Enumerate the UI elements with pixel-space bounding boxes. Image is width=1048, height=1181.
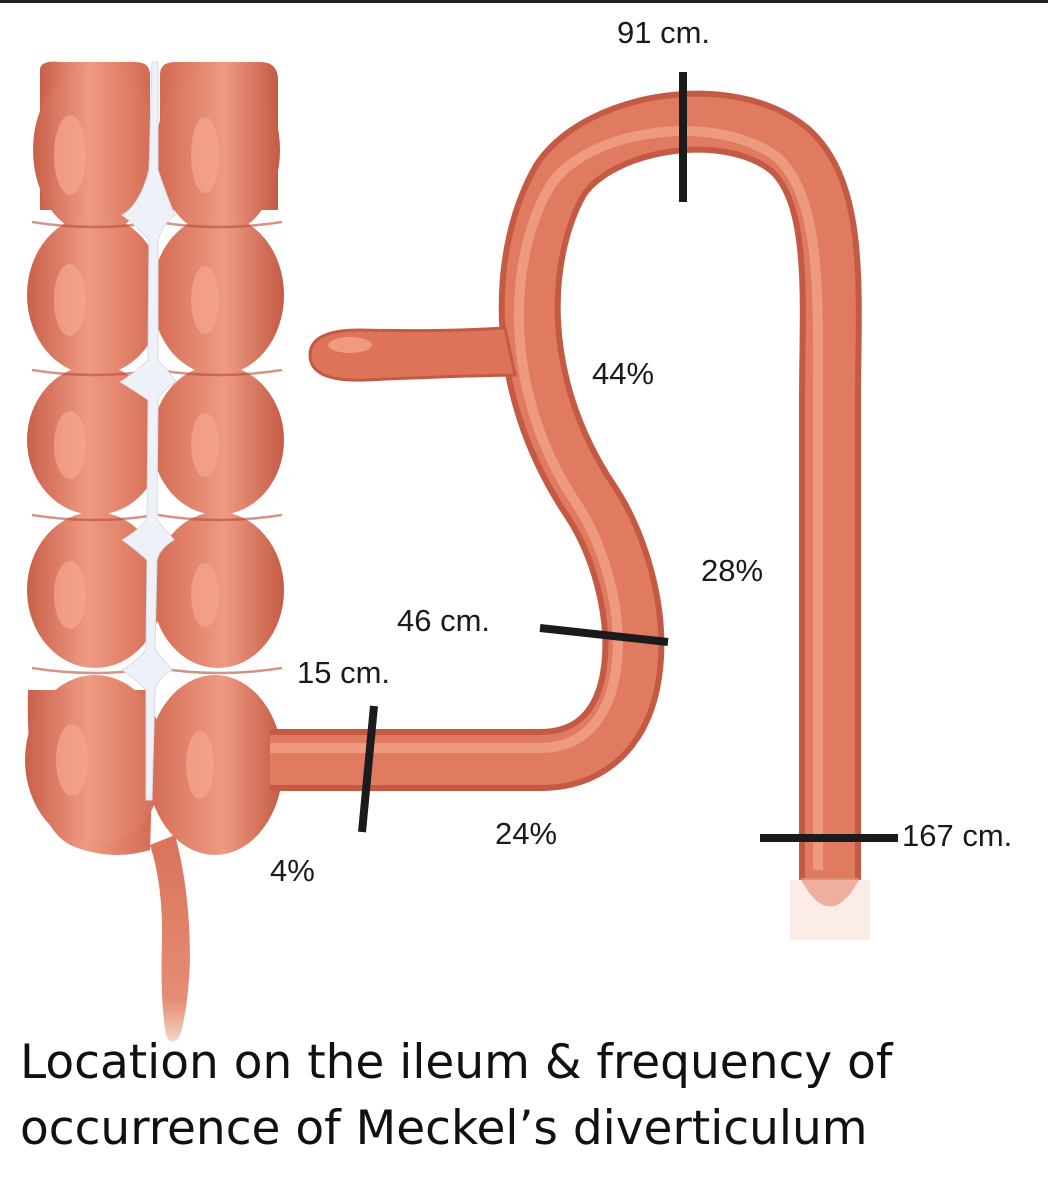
label-91cm: 91 cm.: [617, 15, 711, 50]
label-4-percent: 4%: [270, 853, 315, 888]
colon-highlights: [54, 115, 219, 799]
meckels-diverticulum: [308, 326, 517, 382]
taenia-coli: [119, 61, 177, 801]
colon-left-column: [25, 61, 165, 855]
top-border: [0, 0, 1048, 3]
marker-46cm-line: [539, 624, 669, 646]
label-15cm: 15 cm.: [297, 655, 391, 690]
caption: Location on the ileum & frequency of occ…: [20, 1030, 1030, 1162]
label-46cm: 46 cm.: [397, 603, 491, 638]
ileum-end: [800, 878, 860, 907]
ileum: [270, 90, 862, 880]
caption-line-2: occurrence of Meckel’s diverticulum: [20, 1101, 868, 1156]
caption-line-1: Location on the ileum & frequency of: [20, 1035, 893, 1090]
label-28-percent: 28%: [701, 553, 764, 588]
label-24-percent: 24%: [495, 816, 558, 851]
appendix: [150, 835, 190, 1042]
label-167cm: 167 cm.: [902, 818, 1013, 853]
marker-15cm-line: [358, 705, 378, 833]
label-44-percent: 44%: [592, 356, 655, 391]
